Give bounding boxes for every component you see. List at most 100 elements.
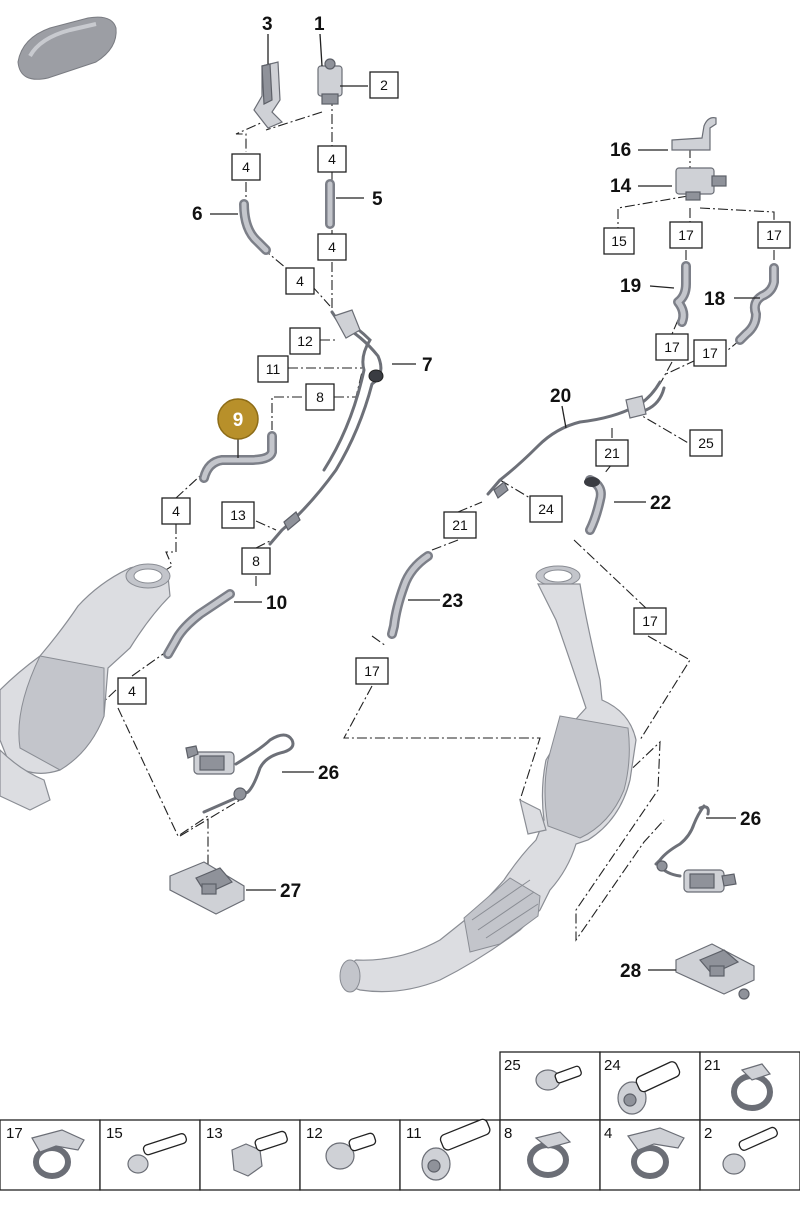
ref-box-17: 17 — [633, 607, 667, 635]
part-26-nox-sensor-right — [654, 804, 737, 893]
clamp-bracket-icon — [626, 1127, 685, 1179]
right-catalytic-converter — [339, 565, 637, 993]
part-16-bracket — [671, 117, 717, 151]
svg-text:24: 24 — [538, 501, 554, 517]
callout-14: 14 — [610, 176, 632, 197]
svg-text:11: 11 — [266, 361, 281, 377]
ref-box-17: 17 — [757, 221, 791, 249]
legend-cell-15[interactable]: 15 — [99, 1119, 201, 1191]
ref-box-4: 4 — [117, 677, 147, 705]
svg-text:12: 12 — [297, 333, 313, 349]
callout-28: 28 — [620, 961, 641, 982]
svg-text:17: 17 — [642, 613, 658, 629]
vehicle-thumbnail — [17, 16, 117, 80]
legend-cell-13[interactable]: 13 — [199, 1119, 301, 1191]
legend-cell-17[interactable]: 17 — [0, 1119, 101, 1191]
ref-box-21: 21 — [443, 511, 477, 539]
svg-text:8: 8 — [252, 553, 260, 569]
reference-lines — [27, 96, 775, 942]
svg-text:11: 11 — [406, 1125, 422, 1142]
part-23-hose — [387, 551, 433, 639]
svg-text:4: 4 — [128, 683, 136, 699]
legend-cell-24[interactable]: 24 — [599, 1051, 701, 1121]
svg-text:21: 21 — [704, 1057, 721, 1074]
left-catalytic-converter — [0, 563, 171, 811]
ref-box-4: 4 — [317, 145, 347, 173]
hose-clamp-icon — [527, 1131, 572, 1178]
callout-9-highlighted[interactable]: 9 — [217, 398, 259, 440]
svg-text:17: 17 — [766, 227, 782, 243]
svg-text:2: 2 — [704, 1125, 712, 1142]
ref-box-8: 8 — [241, 547, 271, 575]
hex-bolt-icon — [231, 1130, 288, 1177]
legend-cell-12[interactable]: 12 — [299, 1119, 401, 1191]
ref-box-17: 17 — [355, 657, 389, 685]
ref-box-2: 2 — [369, 71, 399, 99]
socket-bolt-icon — [421, 1118, 491, 1181]
svg-text:4: 4 — [604, 1125, 612, 1142]
callout-16: 16 — [610, 140, 631, 161]
svg-text:21: 21 — [452, 517, 468, 533]
ref-box-25: 25 — [689, 429, 723, 457]
callout-22: 22 — [650, 493, 671, 514]
svg-text:15: 15 — [106, 1125, 123, 1142]
bolt-icon — [325, 1132, 377, 1170]
svg-text:12: 12 — [306, 1125, 323, 1142]
svg-text:25: 25 — [504, 1057, 521, 1074]
ref-box-13: 13 — [221, 501, 255, 529]
callout-26-right: 26 — [740, 809, 761, 830]
hose-clamp-icon — [731, 1063, 773, 1111]
callout-1: 1 — [314, 14, 325, 35]
part-27-sensor-bracket — [169, 861, 245, 915]
ref-box-4: 4 — [161, 497, 191, 525]
callout-10: 10 — [266, 593, 287, 614]
part-7-pipe-assembly — [268, 309, 384, 546]
legend-cell-8[interactable]: 8 — [499, 1119, 601, 1191]
bolt-icon — [722, 1126, 778, 1175]
svg-text:4: 4 — [328, 239, 336, 255]
callout-5: 5 — [372, 189, 383, 210]
legend-cell-4[interactable]: 4 — [599, 1119, 701, 1191]
ref-box-17: 17 — [669, 221, 703, 249]
ref-box-17: 17 — [693, 339, 727, 367]
svg-text:17: 17 — [364, 663, 380, 679]
svg-text:17: 17 — [678, 227, 694, 243]
hardware-legend: 25 24 21 17 — [0, 1051, 800, 1191]
callout-3: 3 — [262, 14, 273, 35]
ref-box-12: 12 — [289, 327, 321, 355]
legend-cell-2[interactable]: 2 — [699, 1119, 800, 1191]
clamp-bracket-icon — [31, 1129, 85, 1179]
ref-box-21: 21 — [595, 439, 629, 467]
part-1-pressure-sensor — [317, 58, 343, 105]
callout-20: 20 — [550, 386, 571, 407]
ref-box-4: 4 — [317, 233, 347, 261]
svg-text:8: 8 — [504, 1125, 512, 1142]
callout-7: 7 — [422, 355, 433, 376]
legend-cell-25[interactable]: 25 — [499, 1051, 601, 1121]
bolt-icon — [127, 1133, 188, 1174]
svg-text:8: 8 — [316, 389, 324, 405]
legend-cell-11[interactable]: 11 — [399, 1118, 501, 1191]
svg-text:21: 21 — [604, 445, 620, 461]
legend-cell-21[interactable]: 21 — [699, 1051, 800, 1121]
svg-text:13: 13 — [230, 507, 246, 523]
svg-text:15: 15 — [611, 233, 627, 249]
socket-bolt-icon — [617, 1061, 681, 1115]
svg-text:24: 24 — [604, 1057, 621, 1074]
svg-text:4: 4 — [242, 159, 250, 175]
ref-box-17: 17 — [655, 333, 689, 361]
part-6-hose — [239, 199, 271, 255]
svg-text:2: 2 — [380, 77, 388, 93]
part-18-hose — [735, 263, 779, 345]
ref-box-15: 15 — [603, 227, 635, 255]
part-28-sensor-bracket — [675, 943, 755, 1000]
part-3-bracket — [253, 61, 284, 129]
callout-numbers: 1 3 6 5 7 10 26 27 16 14 19 18 20 22 23 … — [192, 14, 761, 982]
ref-box-11: 11 — [257, 355, 289, 383]
callout-26-left: 26 — [318, 763, 339, 784]
callout-18: 18 — [704, 289, 725, 310]
callout-19: 19 — [620, 276, 641, 297]
svg-text:17: 17 — [702, 345, 718, 361]
part-22-hose — [584, 475, 606, 535]
